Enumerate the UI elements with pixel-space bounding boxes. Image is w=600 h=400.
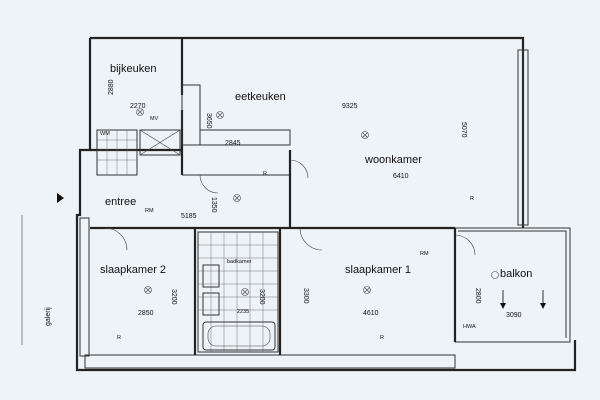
dimension-label: 2235 — [237, 309, 249, 315]
bathroom-outline — [197, 231, 279, 353]
room-label-bijkeuken: bijkeuken — [110, 63, 156, 75]
balkon-outline — [455, 227, 571, 343]
radiator-label: R — [380, 335, 384, 341]
radiator-label: R — [263, 171, 267, 177]
door-arc — [454, 234, 476, 256]
dimension-label: 2850 — [138, 310, 154, 317]
tile-grid-bijkeuken — [97, 130, 137, 175]
door-arc — [289, 159, 309, 179]
light-fixtures — [136, 108, 499, 296]
tile-grid-bathroom — [198, 232, 278, 352]
rm-label: RM — [420, 251, 429, 257]
toilet-icon — [202, 292, 220, 316]
bathtub-icon — [202, 321, 276, 351]
dimension-label: 3090 — [506, 312, 522, 319]
kitchen-counter — [139, 129, 181, 156]
left-wall-band — [79, 217, 90, 357]
room-label-eetkeuken: eetkeuken — [235, 91, 286, 103]
entrance-arrow-icon — [57, 193, 64, 203]
radiator-label: R — [470, 196, 474, 202]
dimension-label: 4610 — [363, 310, 379, 317]
door-arc — [199, 174, 219, 194]
dimension-label: 2845 — [225, 140, 241, 147]
dimension-label: 9325 — [342, 103, 358, 110]
galerij-label: galerij — [45, 307, 52, 326]
dimension-label: 6410 — [393, 173, 409, 180]
kitchen-unit — [181, 84, 201, 146]
dimension-label: 3200 — [258, 289, 265, 305]
eetkeuken-counter — [199, 129, 291, 146]
bottom-wall-band — [84, 354, 456, 369]
hwa-label: HWA — [463, 324, 476, 330]
radiator-label: R — [117, 335, 121, 341]
dimension-label: 5185 — [181, 213, 197, 220]
room-label-balkon: balkon — [500, 268, 532, 280]
dimension-label: 3300 — [302, 288, 309, 304]
washbasin-icon — [202, 264, 220, 288]
room-label-slaapkamer-1: slaapkamer 1 — [345, 264, 411, 276]
dimension-label: 3200 — [170, 289, 177, 305]
room-label-slaapkamer-2: slaapkamer 2 — [100, 264, 166, 276]
room-label-entree: entree — [105, 196, 136, 208]
door-arc — [299, 227, 323, 251]
dimension-label: 2800 — [474, 288, 481, 304]
room-label-badkamer: badkamer — [227, 259, 252, 265]
room-label-woonkamer: woonkamer — [364, 154, 422, 166]
mv-label: MV — [150, 116, 159, 122]
rm-label: RM — [145, 208, 154, 214]
outer-wall-left-bottom — [75, 38, 577, 372]
wm-label: WM — [100, 131, 110, 137]
dimension-label: 1350 — [210, 197, 217, 213]
door-arc — [104, 227, 128, 251]
dimension-label: 2880 — [108, 79, 115, 95]
dimension-label: 5070 — [460, 122, 467, 138]
dimension-label: 3650 — [205, 113, 212, 129]
dimension-label: 2270 — [130, 103, 146, 110]
